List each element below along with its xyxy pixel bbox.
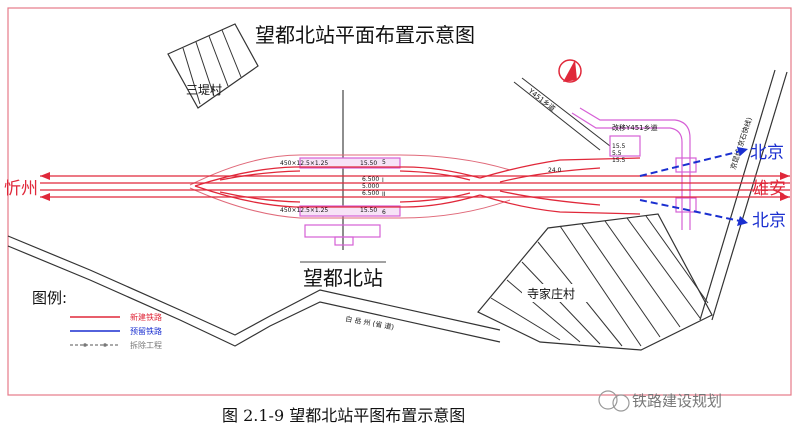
- village-label-left: 三堤村: [186, 83, 222, 97]
- legend-new-rail: 新建铁路: [70, 312, 162, 322]
- track-num-4: 6: [382, 209, 386, 216]
- track-num-3: II: [382, 191, 386, 198]
- county-road-label-2: 改移Y451乡道: [612, 123, 658, 132]
- county-road: [513, 77, 611, 151]
- direction-arrows: [40, 172, 790, 201]
- mileage-label: 24.0: [548, 167, 562, 174]
- svg-text:拆除工程: 拆除工程: [130, 340, 162, 350]
- diagram-title: 望都北站平面布置示意图: [255, 23, 475, 47]
- north-arrow-icon: [558, 59, 582, 83]
- right-dim-1: 15.5: [612, 143, 626, 150]
- left-city-label: 忻州: [4, 179, 38, 199]
- reserved-lines: [639, 149, 746, 223]
- right-city-label: 雄安: [752, 179, 786, 199]
- station-outline: [189, 154, 511, 219]
- station-building: [304, 224, 381, 246]
- watermark-text: 铁路建设规划: [632, 392, 722, 410]
- legend-reserved-rail: 预留铁路: [70, 326, 162, 336]
- dimension-top: 15.50: [360, 160, 377, 167]
- rerouted-county-road: [571, 107, 697, 230]
- legend-demolish: 拆除工程: [70, 340, 162, 350]
- main-tracks: [40, 157, 790, 215]
- county-road-label: Y451乡道: [526, 86, 557, 113]
- dimension-bottom: 15.50: [360, 207, 377, 214]
- watermark: 铁路建设规划: [598, 390, 722, 412]
- right-dim-2: 5.5: [612, 150, 622, 157]
- track-gap-3: 6.500: [362, 190, 379, 197]
- platform-length-bottom: 450×12.5×1.25: [280, 207, 328, 214]
- provincial-road: [7, 235, 501, 347]
- beijing-bottom-label: 北京: [752, 211, 786, 231]
- platforms: [299, 157, 401, 217]
- track-gap-1: 6.500: [362, 176, 379, 183]
- legend-title: 图例:: [32, 289, 67, 307]
- village-hatch-left: [167, 23, 259, 109]
- village-label-right: 寺家庄村: [527, 286, 575, 301]
- track-num-1: 5: [382, 159, 386, 166]
- svg-text:预留铁路: 预留铁路: [130, 326, 162, 336]
- station-name: 望都北站: [303, 266, 383, 290]
- village-hatch-right: [477, 213, 713, 351]
- drawing-frame: [7, 7, 792, 396]
- platform-length-top: 450×12.5×1.25: [280, 160, 328, 167]
- right-dim-3: 15.5: [612, 157, 626, 164]
- beijing-top-label: 北京: [750, 143, 784, 163]
- track-num-2: I: [382, 177, 384, 184]
- right-road: [699, 69, 788, 321]
- svg-text:新建铁路: 新建铁路: [130, 312, 162, 322]
- figure-caption: 图 2.1-9 望都北站平图布置示意图: [222, 406, 465, 425]
- track-gap-2: 5.000: [362, 183, 379, 190]
